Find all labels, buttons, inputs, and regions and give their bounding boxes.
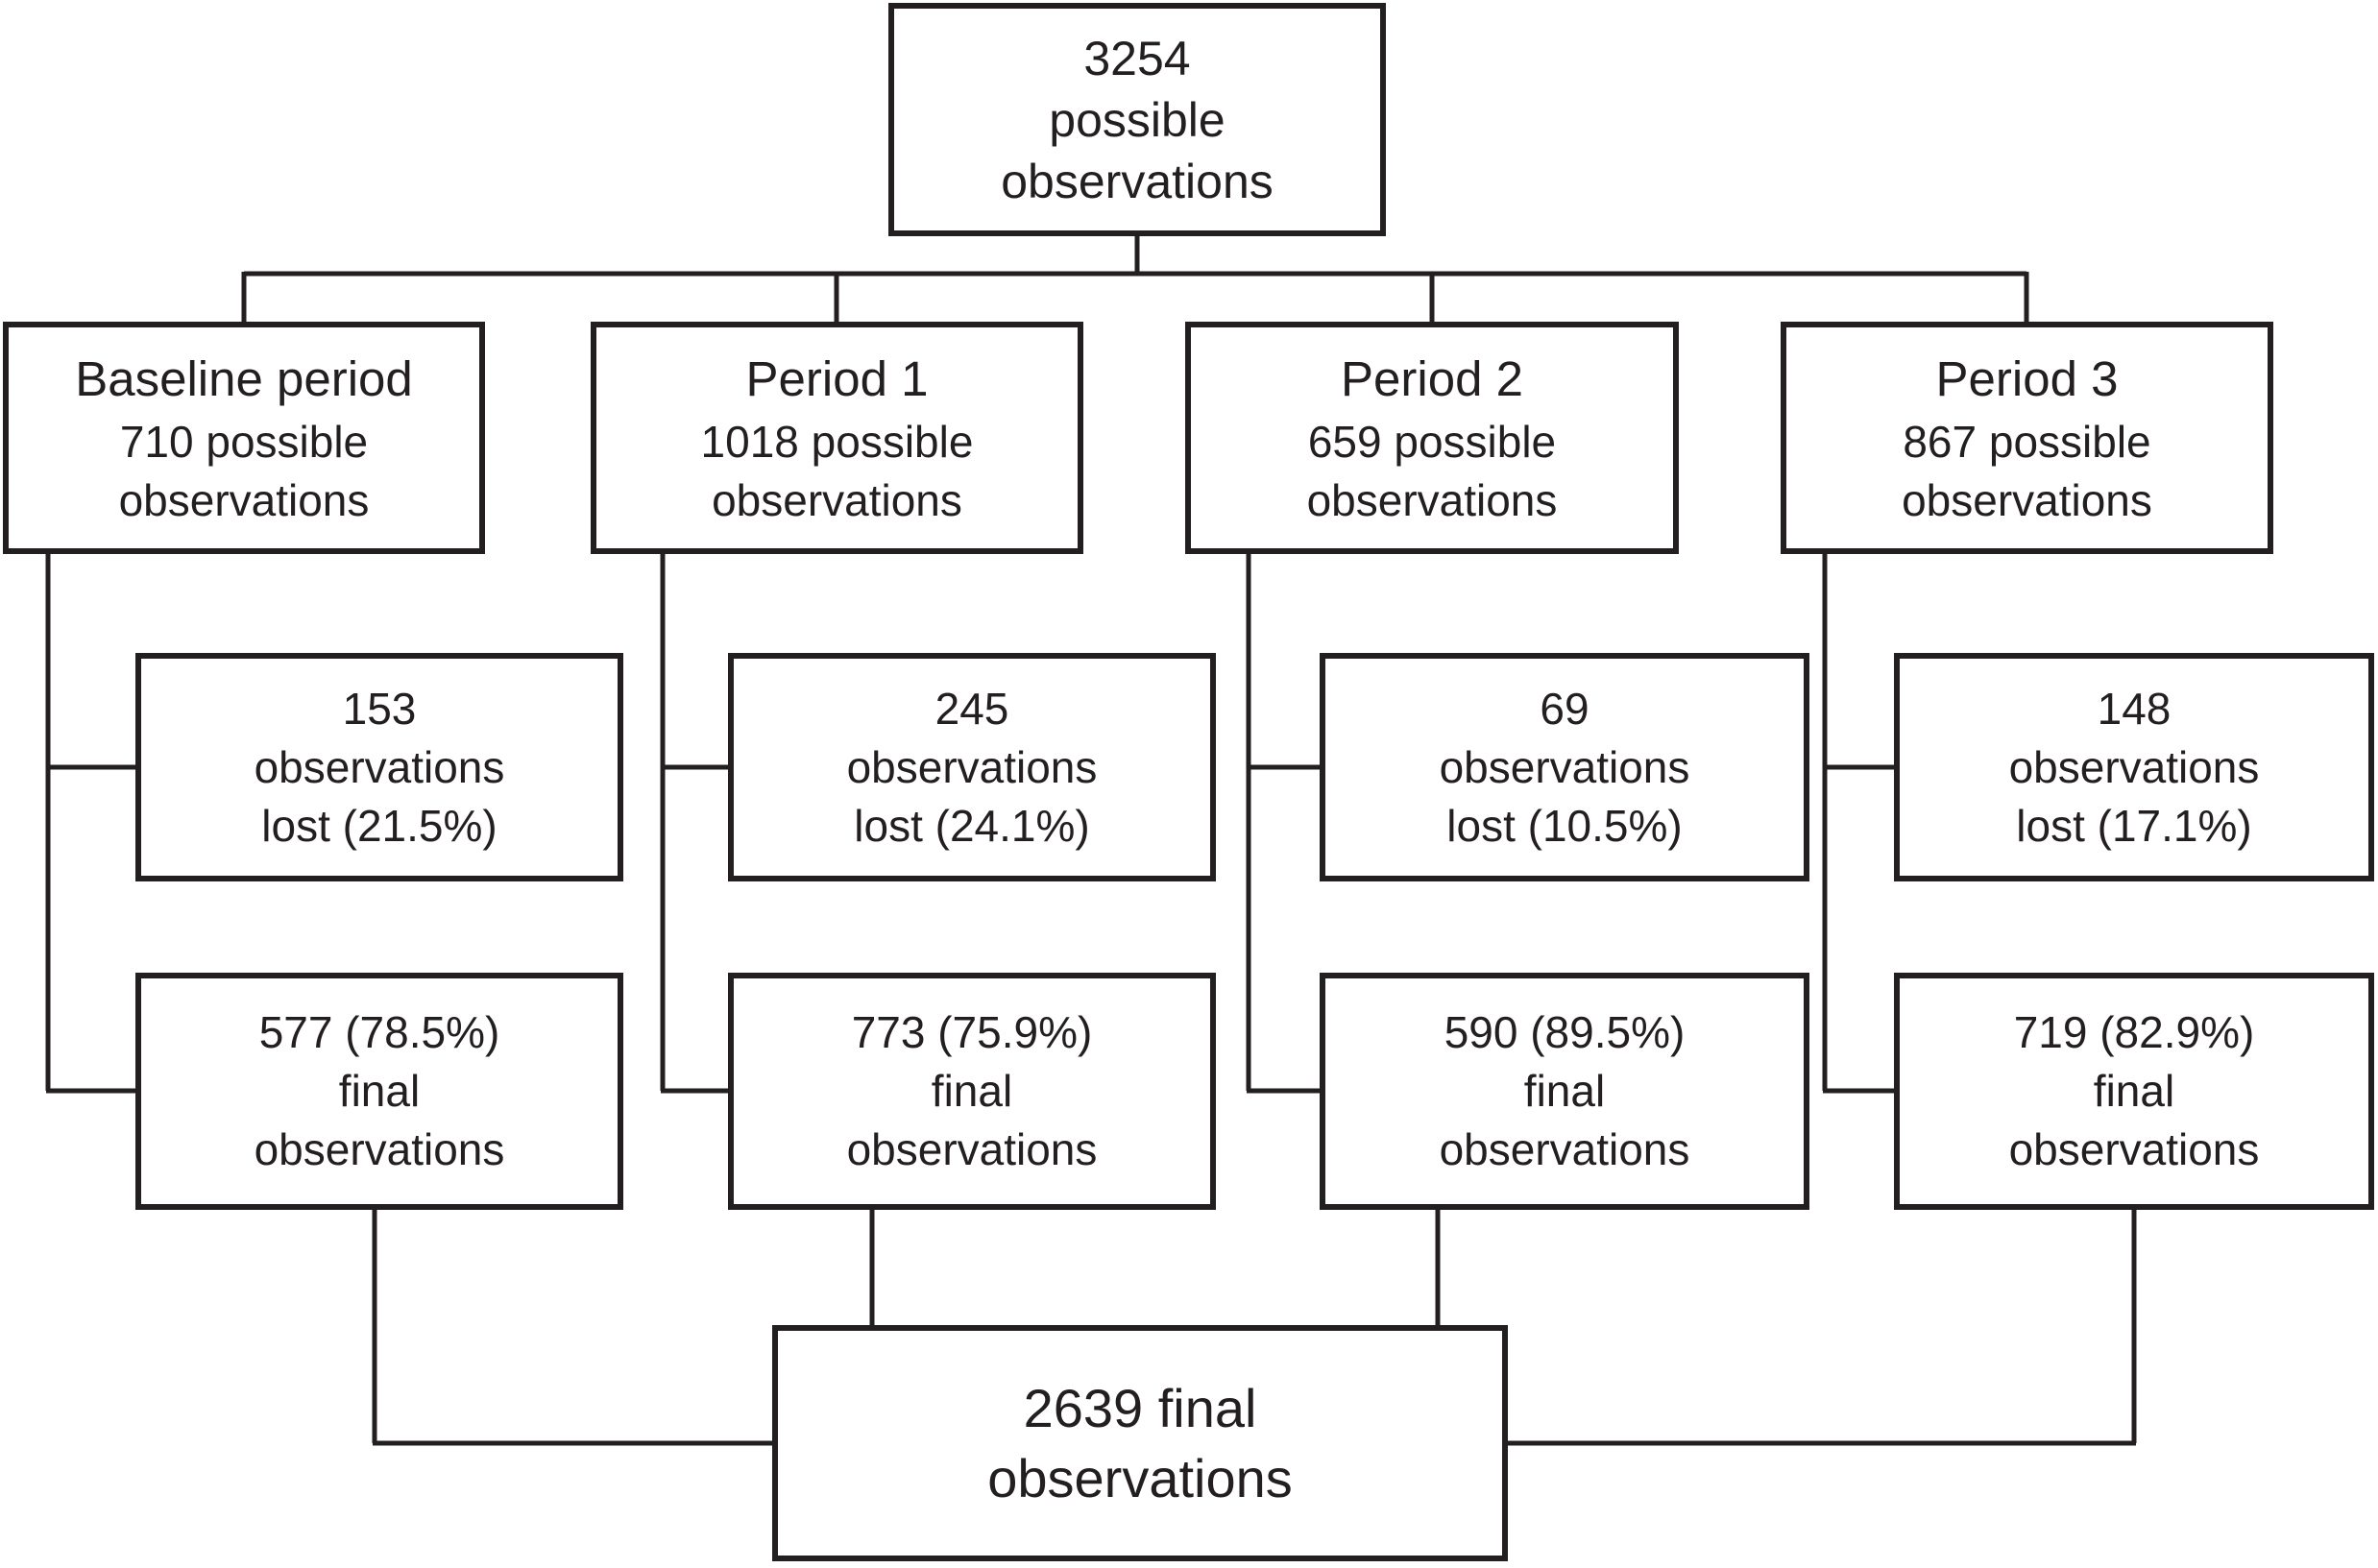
box-title: Baseline period	[75, 351, 413, 406]
box-line: 590 (89.5%)	[1444, 1007, 1686, 1057]
box-line: observations	[254, 1124, 505, 1174]
box-line: observations	[712, 475, 962, 525]
box-line: final	[1523, 1066, 1606, 1116]
box-line: lost (10.5%)	[1446, 800, 1683, 851]
period1-box: Period 1 1018 possible observations	[591, 322, 1083, 554]
baseline-lost-box: 153 observations lost (21.5%)	[135, 653, 623, 881]
box-line: 245	[934, 683, 1009, 734]
box-line: 773 (75.9%)	[851, 1007, 1093, 1057]
box-line: 1018 possible	[700, 417, 974, 467]
box-line: observations	[118, 475, 370, 525]
box-line: possible	[1049, 92, 1225, 147]
box-line: lost (21.5%)	[261, 800, 497, 851]
period2-lost-box: 69 observations lost (10.5%)	[1320, 653, 1809, 881]
period3-final-box: 719 (82.9%) final observations	[1894, 973, 2374, 1210]
box-line: observations	[846, 741, 1098, 792]
box-line: observations	[254, 741, 505, 792]
box-line: lost (17.1%)	[2016, 800, 2252, 851]
box-line: final	[338, 1066, 421, 1116]
box-line: 659 possible	[1307, 417, 1557, 467]
box-line: final	[2093, 1066, 2175, 1116]
box-line: observations	[987, 1448, 1293, 1508]
box-line: observations	[1306, 475, 1558, 525]
box-line: 719 (82.9%)	[2013, 1007, 2255, 1057]
box-title: Period 3	[1935, 351, 2119, 406]
box-line: 867 possible	[1903, 417, 2151, 467]
box-line: observations	[1439, 741, 1690, 792]
box-title: Period 1	[745, 351, 929, 406]
box-line: 577 (78.5%)	[258, 1007, 500, 1057]
period3-box: Period 3 867 possible observations	[1781, 322, 2273, 554]
period2-final-box: 590 (89.5%) final observations	[1320, 973, 1809, 1210]
period1-final-box: 773 (75.9%) final observations	[728, 973, 1216, 1210]
total-observations-box: 3254 possible observations	[888, 3, 1386, 236]
box-line: observations	[1902, 475, 2152, 525]
box-line: 2639 final	[1023, 1378, 1257, 1438]
baseline-period-box: Baseline period 710 possible observation…	[3, 322, 485, 554]
box-line: observations	[1439, 1124, 1690, 1174]
baseline-final-box: 577 (78.5%) final observations	[135, 973, 623, 1210]
box-title: Period 2	[1341, 351, 1523, 406]
box-line: observations	[2008, 741, 2260, 792]
box-line: 69	[1540, 683, 1589, 734]
box-line: 710 possible	[119, 417, 369, 467]
box-line: observations	[846, 1124, 1098, 1174]
box-line: observations	[2008, 1124, 2260, 1174]
period1-lost-box: 245 observations lost (24.1%)	[728, 653, 1216, 881]
box-line: observations	[1001, 154, 1274, 208]
box-line: final	[931, 1066, 1013, 1116]
box-line: 148	[2097, 683, 2172, 734]
period2-box: Period 2 659 possible observations	[1185, 322, 1679, 554]
box-line: 3254	[1083, 31, 1191, 85]
total-final-observations-box: 2639 final observations	[772, 1325, 1508, 1561]
box-line: lost (24.1%)	[854, 800, 1090, 851]
period3-lost-box: 148 observations lost (17.1%)	[1894, 653, 2374, 881]
box-line: 153	[342, 683, 417, 734]
